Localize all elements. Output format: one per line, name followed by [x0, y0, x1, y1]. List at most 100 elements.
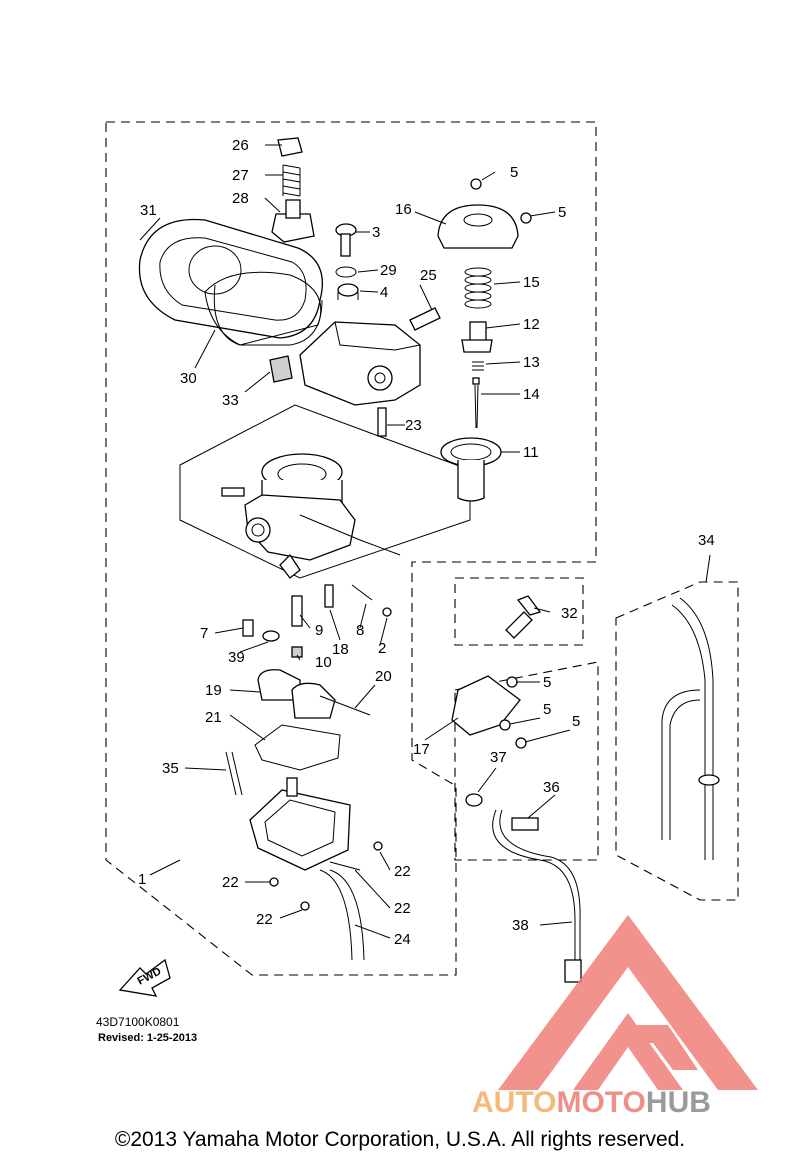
o-ring-30: [204, 271, 322, 346]
callout-label: 5: [558, 204, 566, 221]
watermark-auto: AUTO: [472, 1086, 556, 1119]
part-27-spring: [282, 164, 301, 197]
part-14-spring: [464, 267, 492, 309]
callout-label: 38: [512, 917, 529, 934]
part-37-hose: [661, 597, 720, 860]
callout-label: 2: [378, 640, 386, 657]
callout-labels: 26 27 28 31 3 29 4 25 23 30 33 5 5 16 15…: [138, 137, 715, 948]
part-34-heater: [511, 817, 539, 831]
part-9-jet: [291, 646, 303, 658]
part-7-screw: [351, 584, 373, 601]
callout-label: 22: [256, 911, 273, 928]
callout-label: 10: [315, 654, 332, 671]
gasket-plate: [138, 218, 324, 346]
part-10-piston: [440, 437, 502, 502]
callout-label: 3: [372, 224, 380, 241]
callout-label: 4: [380, 284, 388, 301]
callout-label: 23: [405, 417, 422, 434]
top-box-outline: [179, 404, 471, 579]
watermark-logo: AUTOMOTOHUB: [472, 915, 758, 1119]
callout-label: 25: [420, 267, 437, 284]
callout-label: 1: [138, 871, 146, 888]
copyright-notice: ©2013 Yamaha Motor Corporation, U.S.A. A…: [114, 1128, 686, 1151]
throttle-group-outline: [454, 661, 599, 861]
callout-label: 30: [180, 370, 197, 387]
part-18-float: [257, 669, 336, 719]
part-35-washer: [465, 793, 483, 807]
callout-label: 27: [232, 167, 249, 184]
callout-label: 20: [375, 668, 392, 685]
part-12-spring: [472, 361, 484, 371]
part-28-plunger: [271, 199, 315, 243]
callout-label: 7: [200, 625, 208, 642]
assembly-outline: [105, 121, 597, 976]
part-39-washer: [262, 630, 280, 642]
part-3-screw: [335, 223, 357, 257]
fwd-arrow-icon: FWD: [118, 958, 171, 997]
part-8-jet: [291, 595, 303, 627]
callout-label: 33: [222, 392, 239, 409]
float-bowl: [249, 777, 351, 871]
part-21-screw: [329, 861, 361, 871]
part-20-gasket: [254, 724, 341, 771]
callout-label: 34: [698, 532, 715, 549]
callout-label: 8: [356, 622, 364, 639]
callout-label: 9: [315, 622, 323, 639]
callout-label: 22: [394, 900, 411, 917]
part-15-cover: [437, 204, 519, 249]
leader-lines: [139, 144, 711, 939]
callout-label: 14: [523, 386, 540, 403]
callout-label: 18: [332, 641, 349, 658]
callout-label: 5: [572, 713, 580, 730]
callout-label: 5: [510, 164, 518, 181]
part-33-block: [269, 355, 293, 383]
callout-label: 12: [523, 316, 540, 333]
callout-label: 16: [395, 201, 412, 218]
watermark-moto: MOTO: [556, 1086, 645, 1119]
revised-date: Revised: 1-25-2013: [98, 1032, 197, 1044]
sensor-group-outline: [454, 577, 584, 646]
part-36-sensor: [505, 595, 542, 639]
callout-label: 37: [490, 749, 507, 766]
part-22-screws: [269, 841, 383, 911]
part-16-sensor: [451, 675, 527, 749]
callout-label: 21: [205, 709, 222, 726]
callout-label: 32: [561, 605, 578, 622]
callout-label: 22: [222, 874, 239, 891]
part-38-harness: [492, 809, 581, 960]
part-32-screw: [225, 751, 243, 796]
part-26-clip: [277, 137, 303, 157]
part-19-pin: [319, 695, 371, 716]
callout-label: 35: [162, 760, 179, 777]
callout-label: 29: [380, 262, 397, 279]
callout-label: 5: [543, 701, 551, 718]
part-38-connector: [564, 959, 582, 983]
part-4-spring: [337, 283, 359, 300]
part-24-hose: [319, 869, 365, 961]
callout-label: 26: [232, 137, 249, 154]
watermark-hub: HUB: [646, 1086, 711, 1119]
callout-label: 31: [140, 202, 157, 219]
callout-label: 39: [228, 649, 245, 666]
upper-body: [299, 307, 441, 437]
part-17-jet: [324, 584, 334, 608]
callout-label: 19: [205, 682, 222, 699]
part-11-holder: [461, 321, 493, 353]
callout-label: 24: [394, 931, 411, 948]
part-13-needle: [472, 377, 480, 429]
callout-label: 22: [394, 863, 411, 880]
screw-5-top: [470, 178, 532, 224]
watermark-text: AUTOMOTOHUB: [472, 1086, 711, 1119]
callout-label: 11: [523, 444, 539, 461]
part-29-oring: [335, 266, 357, 278]
part-2-spring: [382, 607, 392, 617]
main-body: [221, 453, 401, 579]
callout-label: 36: [543, 779, 560, 796]
callout-label: 15: [523, 274, 540, 291]
part-code: 43D7100K0801: [96, 1015, 180, 1029]
watermark-triangle: [498, 915, 758, 1090]
hose-group-outline: [615, 581, 739, 901]
callout-label: 17: [413, 741, 430, 758]
